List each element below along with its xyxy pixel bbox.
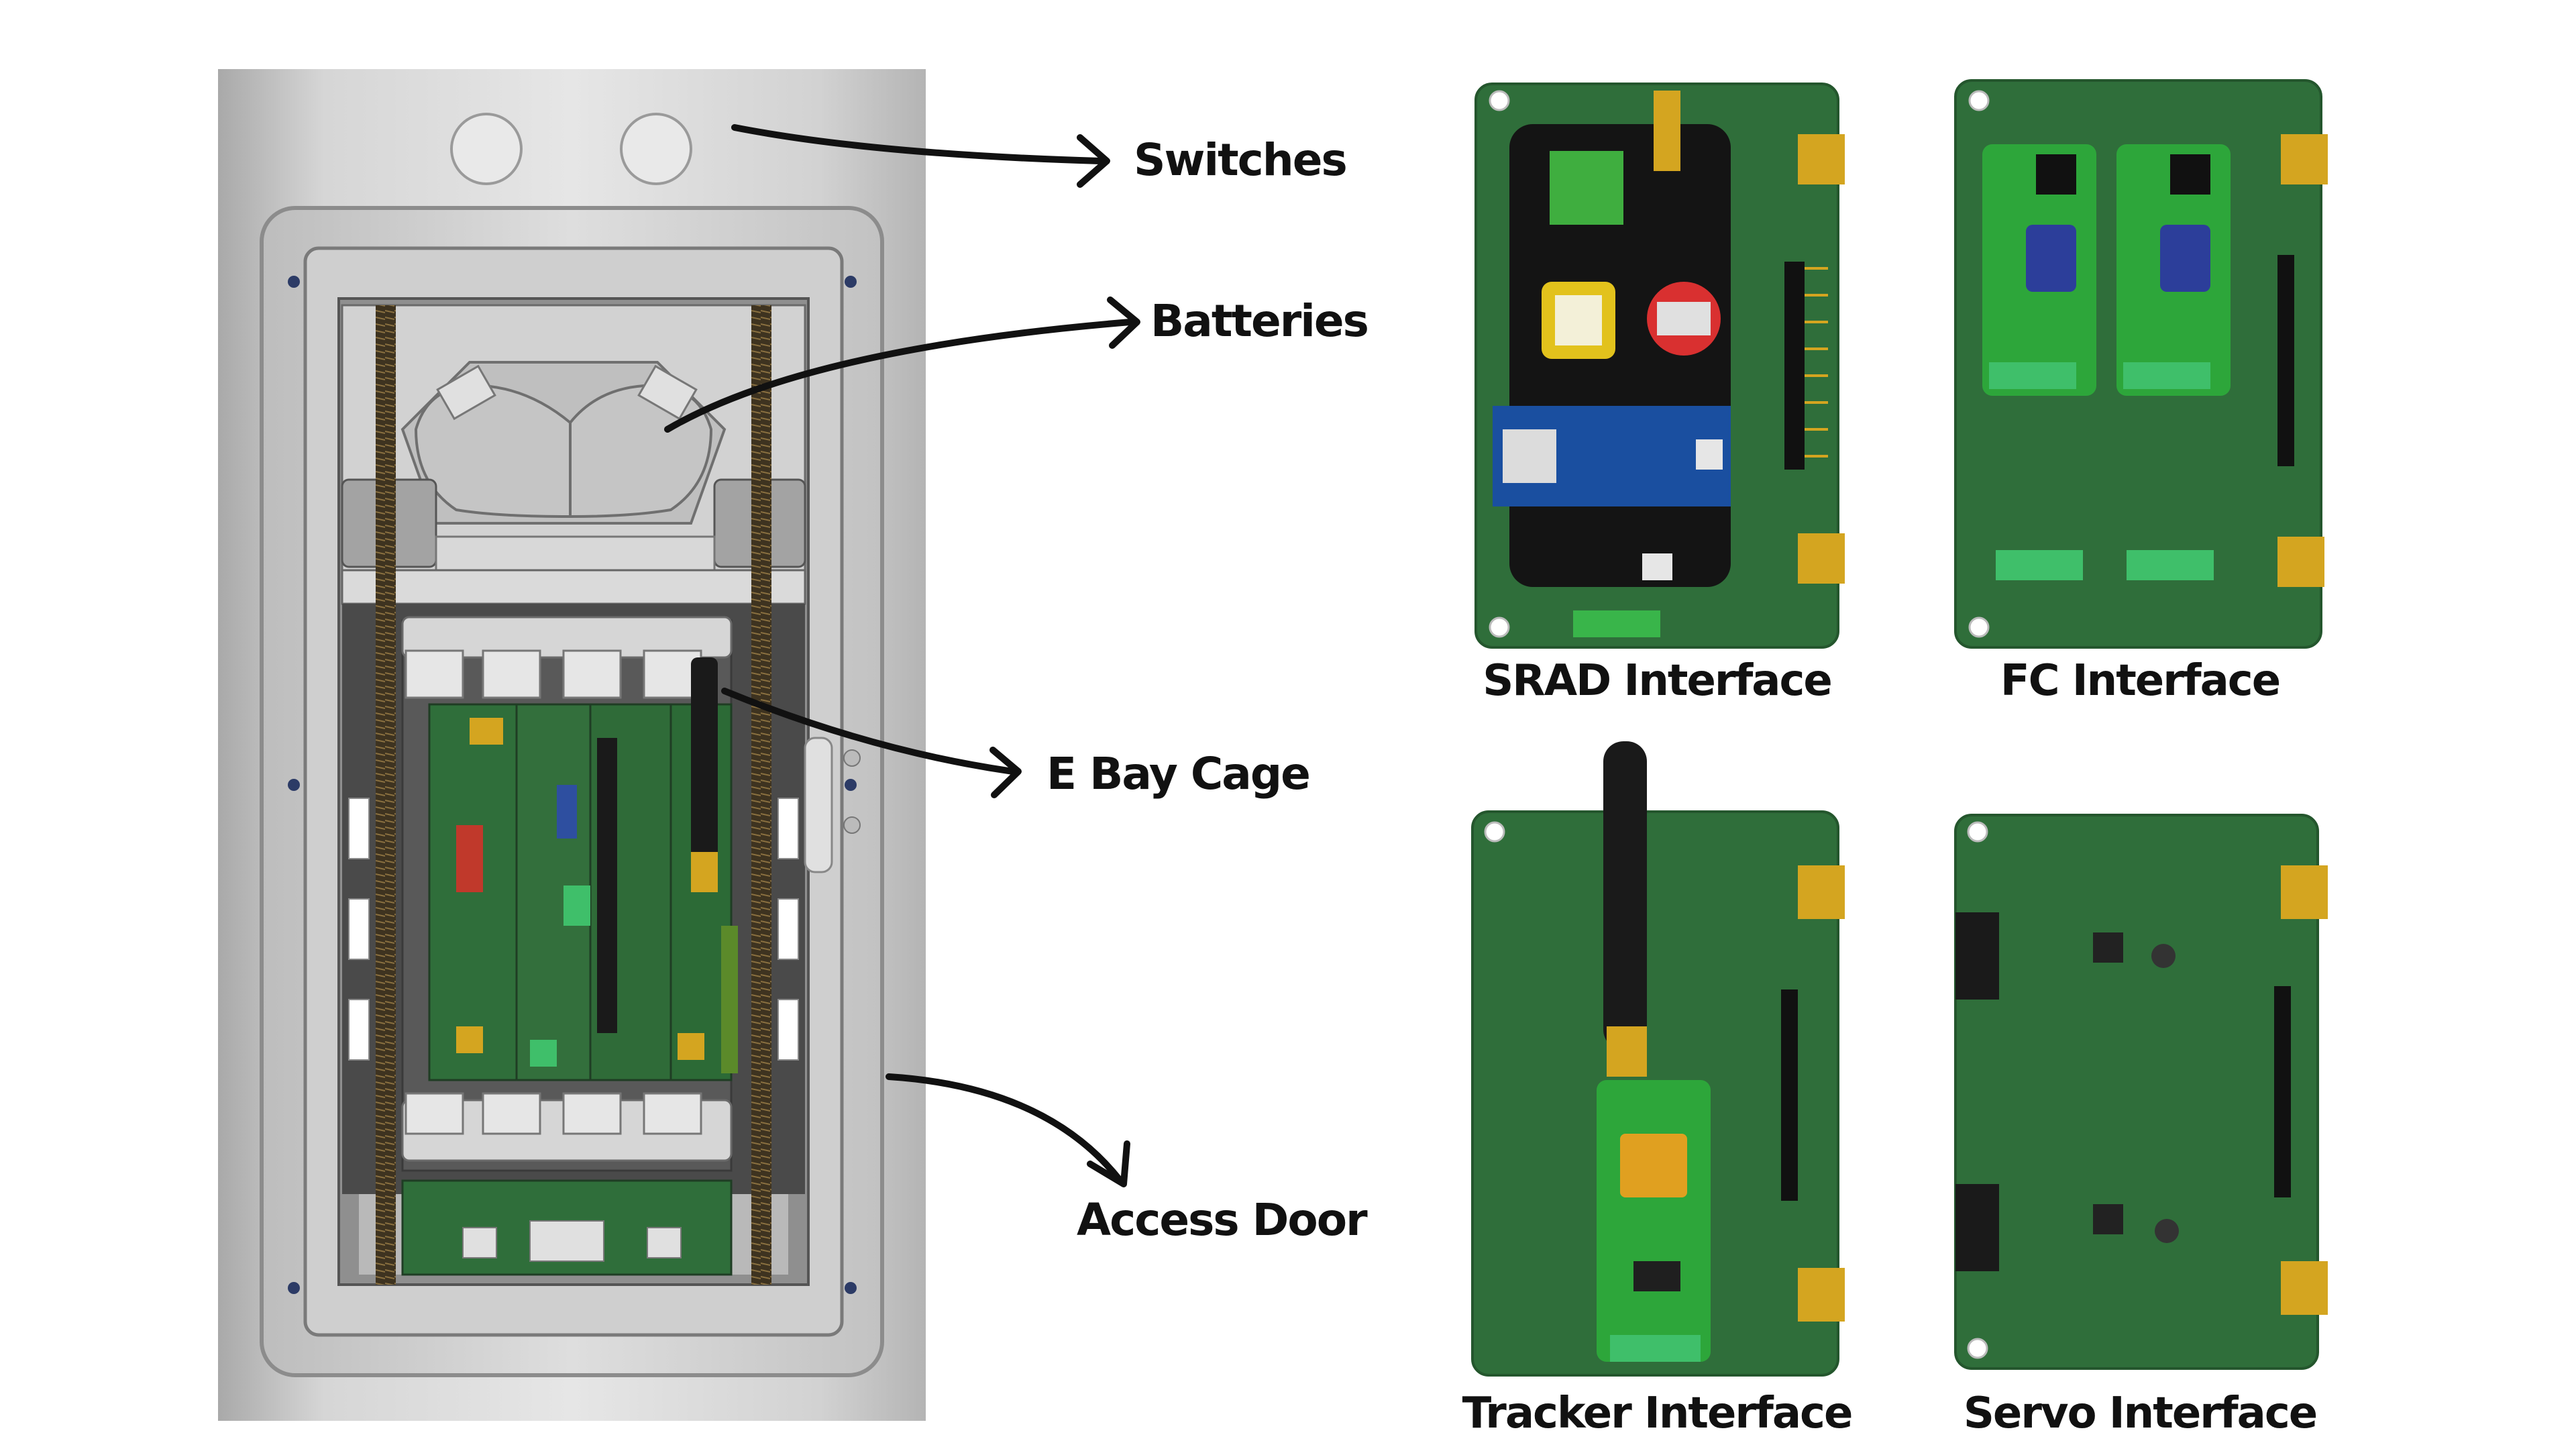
battery-left — [414, 384, 572, 519]
door-screw — [845, 276, 857, 288]
door-screw — [288, 1282, 300, 1294]
ebay-cage-arrow — [721, 688, 1016, 775]
switch-right — [620, 113, 692, 185]
access-door-label: Access Door — [1077, 1194, 1368, 1246]
batteries-arrow — [664, 319, 1134, 433]
door-screw — [845, 1282, 857, 1294]
threaded-rod — [751, 305, 771, 1285]
cage-antenna — [691, 657, 718, 859]
door-screw — [288, 276, 300, 288]
fc-interface-caption: FC Interface — [2000, 656, 2281, 706]
access-door-arrow — [885, 1073, 1124, 1184]
srad-interface-caption: SRAD Interface — [1483, 656, 1833, 706]
door-screw — [288, 779, 300, 791]
switches-arrow — [731, 124, 1104, 164]
threaded-rod — [376, 305, 396, 1285]
tracker-interface-caption: Tracker Interface — [1462, 1389, 1854, 1438]
ebay-cage-label: E Bay Cage — [1046, 748, 1311, 800]
switches-label: Switches — [1134, 134, 1348, 186]
door-screw — [845, 779, 857, 791]
servo-interface-caption: Servo Interface — [1963, 1389, 2318, 1438]
servo-board — [1954, 814, 2319, 1370]
batteries-label: Batteries — [1150, 295, 1369, 347]
switch-left — [450, 113, 523, 185]
tracker-antenna — [1603, 741, 1647, 1050]
